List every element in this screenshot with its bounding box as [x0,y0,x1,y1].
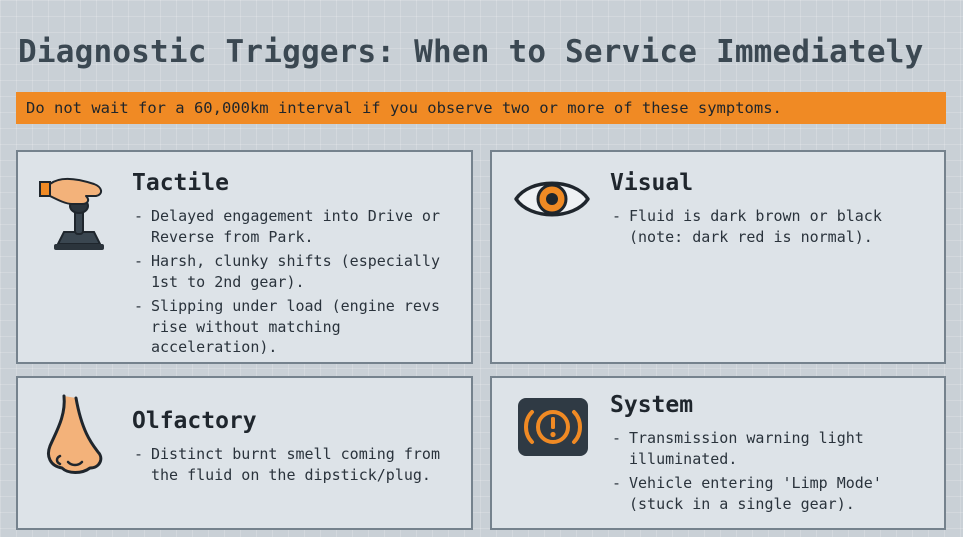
card-title: Visual [610,170,694,196]
warning-banner: Do not wait for a 60,000km interval if y… [16,92,946,124]
page-title: Diagnostic Triggers: When to Service Imm… [18,34,924,70]
list-item: -Delayed engagement into Drive or Revers… [134,207,440,246]
card-title: Olfactory [132,408,257,434]
list-item: -Transmission warning light illuminated. [612,429,864,468]
nose-icon [47,394,103,474]
list-item: -Harsh, clunky shifts (especially 1st to… [134,252,440,291]
hand-gear-shifter-icon [39,177,104,250]
bullet-list: -Delayed engagement into Drive or Revers… [134,206,464,362]
card-tactile: Tactile -Delayed engagement into Drive o… [16,150,473,364]
card-olfactory: Olfactory -Distinct burnt smell coming f… [16,376,473,530]
card-title: Tactile [132,170,229,196]
eye-icon [514,181,590,217]
card-system: System -Transmission warning light illum… [490,376,946,530]
warning-banner-text: Do not wait for a 60,000km interval if y… [26,99,782,117]
list-item: -Vehicle entering 'Limp Mode' (stuck in … [612,474,882,513]
bullet-list: -Distinct burnt smell coming from the fl… [134,444,464,489]
list-item: -Distinct burnt smell coming from the fl… [134,445,440,484]
bullet-list: -Transmission warning light illuminated.… [612,428,912,518]
card-visual: Visual -Fluid is dark brown or black (no… [490,150,946,364]
list-item: -Slipping under load (engine revs rise w… [134,297,440,356]
transmission-warning-light-icon [518,398,588,456]
card-title: System [610,392,694,418]
bullet-list: -Fluid is dark brown or black (note: dar… [612,206,932,251]
list-item: -Fluid is dark brown or black (note: dar… [612,207,882,246]
